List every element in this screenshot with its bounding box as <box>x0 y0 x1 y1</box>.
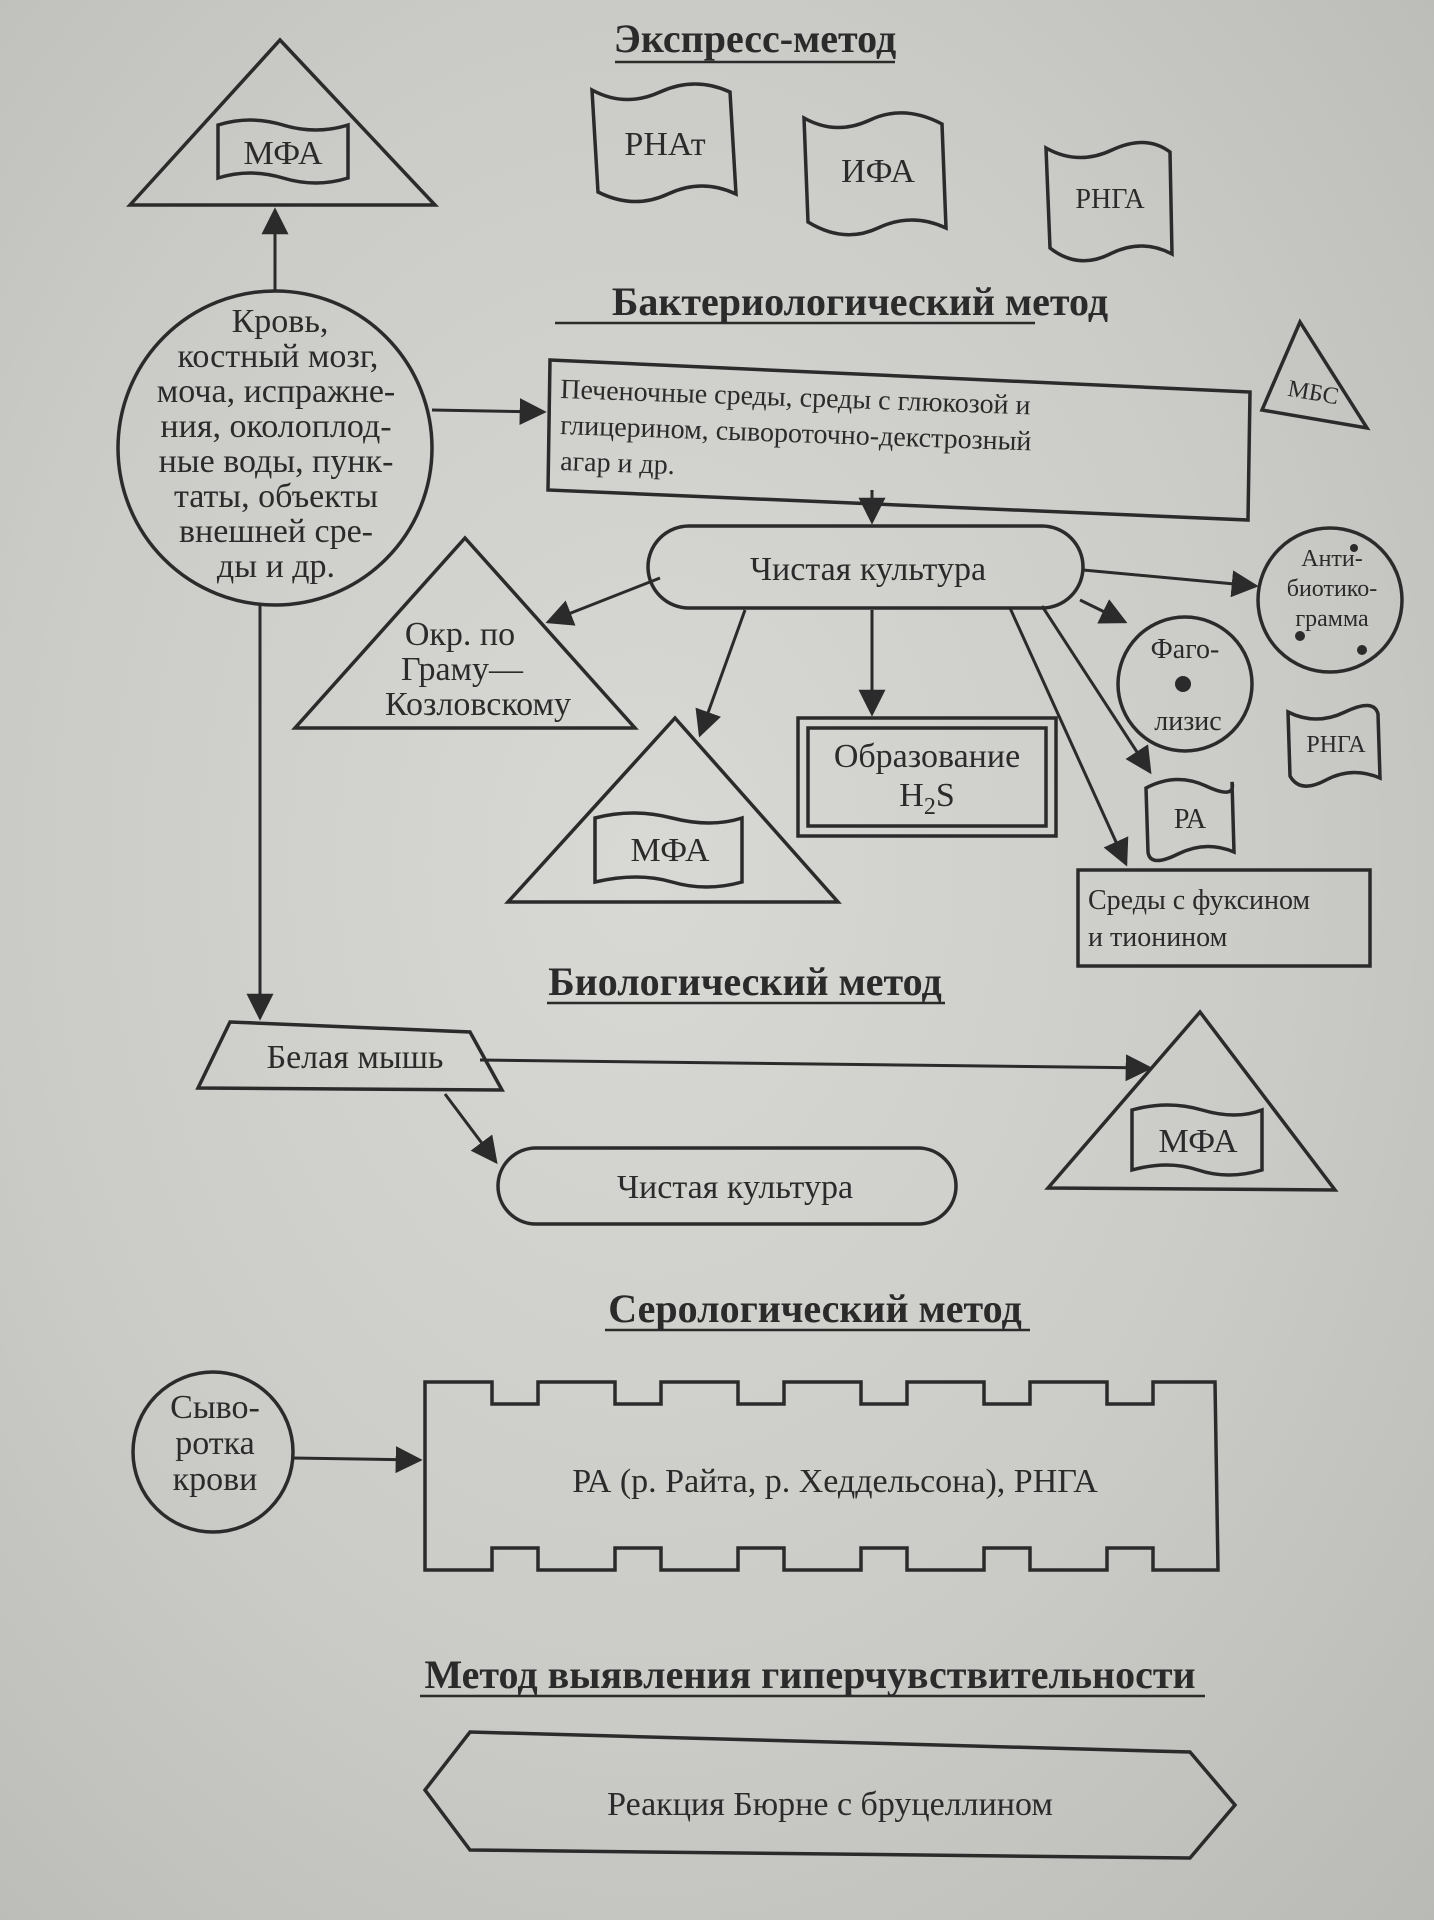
fuchsin-line-2: и тионином <box>1088 922 1228 953</box>
gram-line-3: Козловскому <box>385 686 571 723</box>
heading-bacterio: Бактериологический метод <box>612 279 1108 324</box>
edge-culture-to-mfa <box>695 609 747 738</box>
rnga-label-express: РНГА <box>1075 184 1145 215</box>
edge-culture-to-antibiogram <box>1082 568 1259 598</box>
h2s-subscript: 2 <box>924 794 936 820</box>
pure-culture-node-2: Чистая культура <box>496 1146 958 1226</box>
samples-line-6: таты, объекты <box>174 478 378 515</box>
serum-node: Сыво- ротка крови <box>131 1370 295 1534</box>
edge-culture-to-fuchsin <box>1008 607 1129 867</box>
antibiogram-line-3: грамма <box>1295 606 1369 632</box>
antibiogram-dot-2 <box>1357 645 1367 655</box>
heading-hyper: Метод выявления гиперчувствительности <box>424 1652 1195 1697</box>
samples-line-4: ния, околоплод- <box>160 408 391 445</box>
pure-culture-label-1: Чистая культура <box>750 551 986 588</box>
serum-line-3: крови <box>173 1461 258 1498</box>
fuchsin-node: Среды с фуксином и тионином <box>1076 868 1372 968</box>
mfa-node-top: МФА <box>126 37 440 207</box>
antibiogram-dot-3 <box>1350 544 1358 552</box>
heading-bio: Биологический метод <box>548 959 942 1004</box>
fuchsin-line-1: Среды с фуксином <box>1088 885 1310 916</box>
heading-express: Экспресс-метод <box>614 16 897 61</box>
antibiogram-dot-1 <box>1295 631 1305 641</box>
mouse-node: Белая мышь <box>195 1020 505 1092</box>
phagolysis-line-1: Фаго- <box>1151 634 1220 665</box>
edge-culture-to-phagolysis <box>1079 598 1128 624</box>
rnga-label-bacterio: РНГА <box>1306 732 1366 758</box>
samples-line-1: Кровь, <box>232 303 329 340</box>
mfa-label-middle: МФА <box>630 832 710 869</box>
serology-tests-label: РА (р. Райта, р. Хеддельсона), РНГА <box>572 1463 1098 1500</box>
h2s-node: Образование H2S <box>796 716 1058 838</box>
samples-line-5: ные воды, пунк- <box>159 443 394 480</box>
mbs-label: МБС <box>1286 376 1341 410</box>
burne-label: Реакция Бюрне с бруцеллином <box>607 1786 1053 1823</box>
media-line-3: агар и др. <box>560 446 676 481</box>
ifa-node: ИФА <box>802 111 948 237</box>
edge-samples-to-media <box>431 398 547 426</box>
pure-culture-node-1: Чистая культура <box>646 524 1085 610</box>
mfa-node-middle: МФА <box>504 715 842 904</box>
mouse-label: Белая мышь <box>267 1039 444 1076</box>
edge-culture-to-ra <box>1040 605 1152 775</box>
h2s-s: S <box>936 777 955 814</box>
mfa-node-bottom: МФА <box>1044 1009 1339 1192</box>
phagolysis-dot <box>1175 676 1191 692</box>
h2s-h: H <box>899 777 924 814</box>
phagolysis-line-2: лизис <box>1154 706 1221 737</box>
serum-line-2: ротка <box>175 1425 255 1462</box>
mfa-label-bottom: МФА <box>1158 1123 1238 1160</box>
gram-node: Окр. по Граму— Козловскому <box>291 535 639 730</box>
samples-line-8: ды и др. <box>217 548 335 585</box>
rnga-node-bacterio: РНГА <box>1286 703 1382 788</box>
mbs-node: МБС <box>1259 318 1371 431</box>
h2s-formula: H2S <box>899 777 954 820</box>
rnga-node-express: РНГА <box>1044 140 1174 263</box>
burne-node: Реакция Бюрне с бруцеллином <box>422 1730 1238 1860</box>
samples-line-3: моча, испражне- <box>157 373 396 410</box>
serology-tests-node: РА (р. Райта, р. Хеддельсона), РНГА <box>423 1380 1220 1572</box>
mfa-label-top: МФА <box>243 135 323 172</box>
phagolysis-node: Фаго- лизис <box>1116 615 1254 753</box>
gram-line-2: Граму— <box>401 651 524 688</box>
gram-line-1: Окр. по <box>405 616 515 653</box>
antibiogram-line-2: биотико- <box>1287 576 1378 602</box>
rnat-node: РНАт <box>590 82 738 204</box>
pure-culture-label-2: Чистая культура <box>617 1169 853 1206</box>
serum-line-1: Сыво- <box>170 1389 260 1426</box>
samples-line-2: костный мозг, <box>178 338 379 375</box>
antibiogram-node: Анти- биотико- грамма <box>1256 526 1404 674</box>
ifa-label: ИФА <box>841 153 915 190</box>
h2s-line-1: Образование <box>834 738 1020 775</box>
edge-culture-to-gram <box>545 576 661 626</box>
rnat-label: РНАт <box>624 126 705 163</box>
heading-sero: Серологический метод <box>608 1286 1021 1331</box>
edge-serum-to-tests <box>292 1446 423 1474</box>
edge-mouse-to-mfa <box>479 1054 1153 1082</box>
media-node: Печеночные среды, среды с глюкозой и гли… <box>546 358 1252 522</box>
edge-mouse-to-culture <box>443 1093 498 1165</box>
samples-line-7: внешней сре- <box>179 513 373 550</box>
ra-node-bacterio: РА <box>1144 777 1236 863</box>
ra-label-bacterio: РА <box>1174 804 1207 835</box>
samples-node: Кровь, костный мозг, моча, испражне- ния… <box>116 289 434 607</box>
